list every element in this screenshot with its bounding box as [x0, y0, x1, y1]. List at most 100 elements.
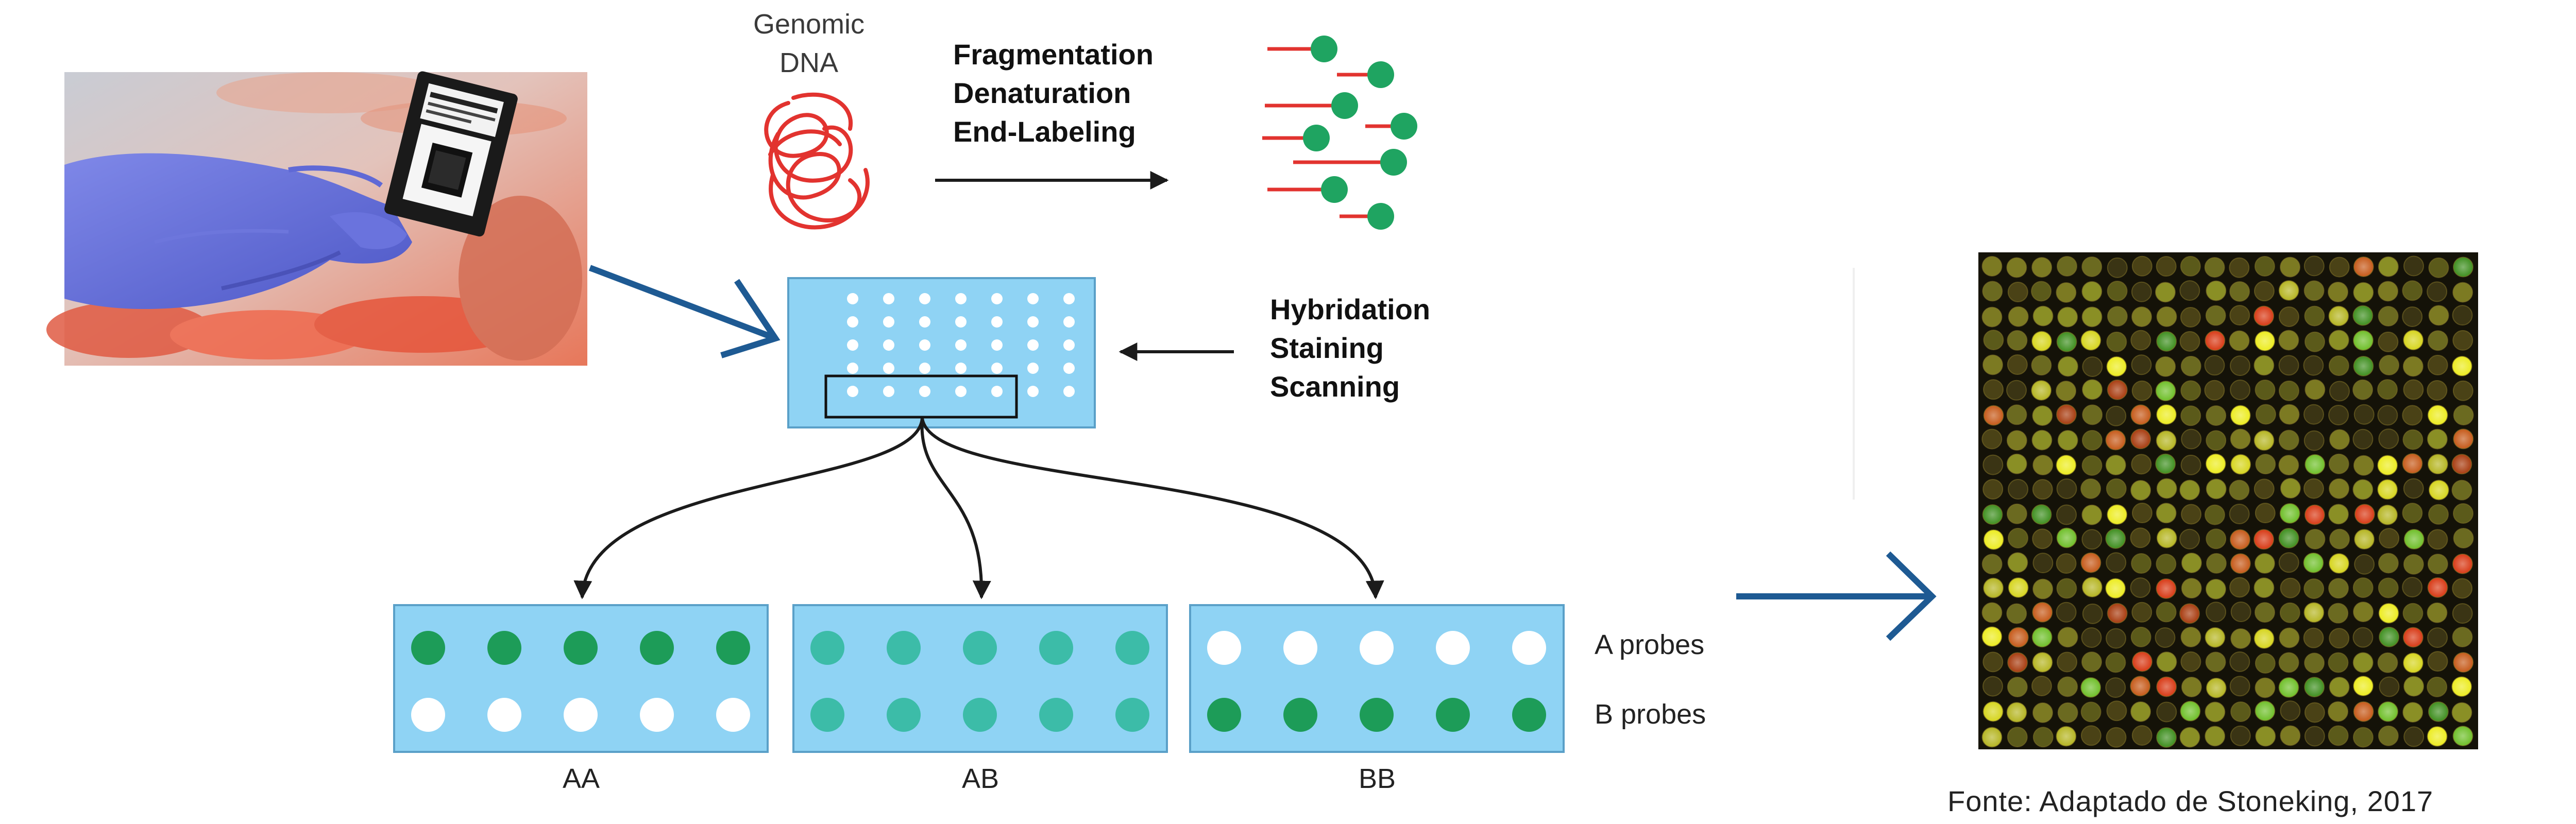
scan-spot-glow: [2378, 505, 2398, 525]
scan-spot: [2008, 478, 2029, 500]
scan-spot-glow: [2031, 331, 2052, 351]
scan-spot: [2056, 255, 2077, 277]
scan-spot: [2428, 504, 2449, 525]
source-caption: Fonte: Adaptado de Stoneking, 2017: [1947, 785, 2433, 817]
a-probe-dot: [1360, 631, 1394, 665]
scan-spot: [2180, 306, 2201, 328]
scan-spot: [2304, 331, 2326, 352]
scan-spot: [1981, 554, 2003, 575]
scan-spot: [2303, 404, 2324, 425]
chip-dot: [919, 316, 930, 328]
scan-spot: [2229, 257, 2250, 278]
scan-spot: [2180, 355, 2201, 376]
a-probe-dot: [887, 631, 921, 665]
genomic-dna-label-line1: Genomic: [753, 9, 865, 40]
scan-spot-glow: [2081, 330, 2101, 350]
chip-dot: [991, 386, 1003, 397]
scan-spot-glow: [2279, 281, 2299, 301]
scan-spot-glow: [2353, 356, 2374, 376]
scan-spot-glow: [2056, 455, 2076, 475]
scan-spot: [2057, 676, 2078, 697]
chip-dot: [1063, 293, 1075, 304]
scan-spot: [2181, 428, 2202, 450]
scan-spot-glow: [2428, 454, 2448, 474]
scan-spot: [2303, 255, 2325, 277]
scan-spot-glow: [2280, 503, 2300, 523]
scan-spot: [2353, 404, 2375, 425]
scan-spot-glow: [2157, 677, 2177, 697]
scan-spot-glow: [2428, 577, 2448, 597]
scan-spot: [2056, 504, 2077, 525]
scan-spot: [2205, 578, 2226, 599]
chip-dot: [1027, 386, 1039, 397]
scan-spot: [2032, 528, 2053, 550]
scan-spot: [2328, 404, 2349, 425]
scan-spot: [2304, 653, 2325, 674]
scan-spot: [2081, 430, 2103, 451]
b-probe-dot: [1039, 698, 1073, 732]
scan-spot: [2329, 478, 2350, 499]
chip-dot: [883, 316, 894, 328]
scan-spot: [2452, 603, 2473, 624]
scan-spot-glow: [2329, 306, 2349, 326]
scan-spot: [2056, 602, 2077, 623]
scan-spot: [2007, 281, 2028, 302]
hyb-step-staining: Staining: [1270, 332, 1384, 364]
scan-spot: [2006, 257, 2027, 278]
scan-spot: [2056, 381, 2077, 402]
scan-spot: [2452, 305, 2473, 326]
scan-spot: [2278, 306, 2299, 327]
scan-spot: [2304, 726, 2325, 747]
scan-spot: [2254, 255, 2275, 277]
scan-spot: [2278, 455, 2299, 476]
scan-spot: [2032, 479, 2053, 500]
scan-spot: [2130, 701, 2151, 722]
a-probe-dot: [1039, 631, 1073, 665]
scan-spot: [2402, 577, 2423, 598]
genotype-label-bb: BB: [1359, 763, 1396, 794]
scan-spot: [2081, 529, 2103, 550]
fragment-label-dot: [1367, 61, 1394, 88]
scan-spot-glow: [2353, 330, 2373, 350]
scan-spot-glow: [2378, 701, 2398, 722]
scan-spot: [2056, 478, 2077, 500]
scan-spot: [2057, 702, 2078, 723]
scan-spot: [2081, 455, 2103, 476]
scan-spot: [2427, 354, 2448, 375]
scan-spot: [2278, 355, 2299, 376]
scan-spot: [2255, 503, 2276, 524]
scan-spot-glow: [2106, 578, 2126, 598]
scan-spot-glow: [2403, 653, 2423, 673]
chip-dot: [883, 363, 894, 374]
chip-dot: [1027, 316, 1039, 328]
scan-spot: [2379, 355, 2400, 376]
scan-spot: [2131, 725, 2153, 746]
scan-spot: [2377, 405, 2398, 426]
scan-spot-glow: [2131, 429, 2151, 449]
scan-spot: [2402, 603, 2424, 624]
scan-spot: [2180, 651, 2201, 672]
hyb-steps: Hybridation Staining Scanning: [1270, 293, 1430, 403]
scan-spot: [2378, 331, 2399, 352]
scan-spot: [2106, 700, 2127, 722]
scan-spot: [2180, 405, 2201, 426]
scan-spot: [2329, 677, 2350, 698]
scan-spot-glow: [2378, 455, 2398, 475]
scan-spot: [1981, 602, 2003, 623]
scan-spot-glow: [2254, 306, 2274, 326]
scan-spot: [2452, 380, 2473, 401]
scan-spot: [1982, 676, 2003, 697]
scan-spot: [2156, 602, 2177, 623]
scan-spot: [2402, 503, 2423, 524]
genotype-label-ab: AB: [962, 763, 999, 794]
scan-spot: [2280, 256, 2301, 278]
scan-spot-glow: [2132, 651, 2152, 672]
scan-spot: [2279, 602, 2300, 623]
scan-spot: [2056, 553, 2077, 574]
scan-spot: [2180, 454, 2201, 475]
scan-spot: [2031, 355, 2052, 376]
labeled-fragments: [1262, 36, 1417, 230]
scan-spot: [2402, 429, 2424, 450]
scan-spot: [1981, 428, 2003, 450]
scan-spot: [1983, 379, 2004, 400]
